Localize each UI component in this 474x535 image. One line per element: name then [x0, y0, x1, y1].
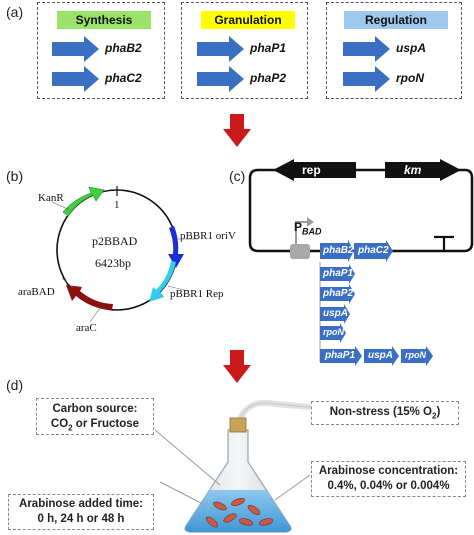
- row-phap1-label: phaP1: [325, 350, 356, 361]
- panel-label-c: (c): [229, 168, 246, 184]
- rep-gene-arrow: [273, 159, 356, 181]
- arac-feature: [66, 285, 113, 310]
- row-uspa-arrow: [364, 346, 399, 366]
- operon-phab2-label: phaB2: [323, 245, 354, 256]
- gene-label-phap1: phaP1: [250, 41, 287, 55]
- row-rpon-label: rpoN: [405, 350, 426, 360]
- kanr-feature: [62, 186, 105, 217]
- arabinose-time-values: 0 h, 24 h or 48 h: [37, 513, 125, 525]
- rep-label: rep: [302, 163, 321, 177]
- arabinose-time-title: Arabinose added time:: [19, 498, 143, 510]
- operon-phac2-arrow: [354, 240, 393, 262]
- regulation-header: Regulation: [344, 11, 448, 29]
- operon-phab2-arrow: [320, 240, 354, 262]
- stack-phap2-arrow: [320, 284, 355, 304]
- oriv-label: pBBR1 oriV: [180, 230, 236, 242]
- promoter-arrow: [295, 221, 308, 244]
- stack-uspa-label: uspA: [323, 308, 348, 319]
- kanr-label: KanR: [38, 192, 64, 204]
- bacteria-cells: [206, 498, 274, 528]
- synthesis-header: Synthesis: [57, 11, 151, 29]
- panel-label-b: (b): [6, 168, 24, 184]
- gene-arrow-uspa: [343, 36, 390, 62]
- culture-flask: [154, 400, 321, 533]
- panel-label-a: (a): [6, 4, 24, 20]
- oxygen-condition-box: Non-stress (15% O2): [311, 401, 459, 425]
- granulation-group: [181, 2, 308, 99]
- carbon-source-box: Carbon source: CO2 or Fructose: [36, 398, 154, 435]
- promoter-letter: P: [294, 220, 303, 234]
- stack-rpon-label: rpoN: [323, 327, 344, 337]
- carbon-source-line2: CO2 or Fructose: [50, 418, 140, 433]
- arabad-label: araBAD: [18, 286, 55, 298]
- gene-arrow-rpon: [343, 66, 390, 92]
- gene-label-uspa: uspA: [396, 41, 426, 55]
- gene-label-phap2: phaP2: [250, 71, 287, 85]
- expression-construct: [248, 159, 474, 366]
- gene-label-phab2: phaB2: [105, 41, 142, 55]
- gene-arrow-phap2: [197, 66, 244, 92]
- arabinose-time-box: Arabinose added time: 0 h, 24 h or 48 h: [8, 494, 154, 530]
- carbon-co2-subscript: 2: [68, 423, 73, 433]
- gene-arrow-phac2: [52, 66, 99, 92]
- arac-label: araC: [76, 322, 97, 334]
- km-label: km: [404, 163, 422, 177]
- plasmid-size: 6423bp: [95, 256, 131, 270]
- granulation-header: Granulation: [201, 11, 295, 29]
- culture-medium: [185, 490, 291, 532]
- rep-feature: [149, 261, 176, 302]
- origin-label: 1: [114, 199, 120, 211]
- stack-rpon-arrow: [320, 323, 346, 343]
- gene-label-rpon: rpoN: [396, 71, 424, 85]
- rep-label: pBBR1 Rep: [170, 288, 224, 300]
- gene-arrow-phap1: [197, 36, 244, 62]
- red-down-arrow-1: [223, 114, 251, 147]
- carbon-source-line1: Carbon source:: [52, 403, 138, 415]
- stack-phap1-arrow: [320, 264, 355, 284]
- oriv-feature: [168, 226, 184, 268]
- plasmid-map: [51, 186, 198, 323]
- row-uspa-label: uspA: [368, 350, 393, 361]
- km-gene-arrow: [385, 159, 461, 181]
- gene-arrow-phab2: [52, 36, 99, 62]
- gene-label-phac2: phaC2: [105, 71, 142, 85]
- plasmid-name: p2BBAD: [92, 234, 138, 248]
- row-phap1-arrow: [320, 346, 362, 366]
- arabinose-concentration-values: 0.4%, 0.04% or 0.004%: [327, 480, 450, 492]
- synthesis-group: [37, 2, 165, 99]
- operon-phac2-label: phaC2: [358, 245, 389, 256]
- promoter-subscript: BAD: [302, 226, 322, 237]
- arabinose-concentration-box: Arabinose concentration: 0.4%, 0.04% or …: [311, 461, 466, 497]
- flask-stopper: [229, 417, 247, 433]
- stack-phap1-label: phaP1: [323, 268, 354, 279]
- panel-a-arrows: [52, 36, 390, 92]
- oxygen-o2-subscript: 2: [431, 411, 437, 421]
- stack-phap2-label: phaP2: [323, 288, 354, 299]
- promoter-label: PBAD: [294, 220, 322, 236]
- promoter-box: [290, 244, 310, 259]
- row-rpon-arrow: [401, 346, 433, 366]
- arabinose-concentration-title: Arabinose concentration:: [318, 465, 459, 477]
- stack-uspa-arrow: [320, 304, 350, 324]
- regulation-group: [326, 2, 462, 99]
- panel-label-d: (d): [6, 377, 24, 393]
- red-down-arrow-2: [223, 350, 251, 383]
- vector-backbone: [248, 168, 474, 253]
